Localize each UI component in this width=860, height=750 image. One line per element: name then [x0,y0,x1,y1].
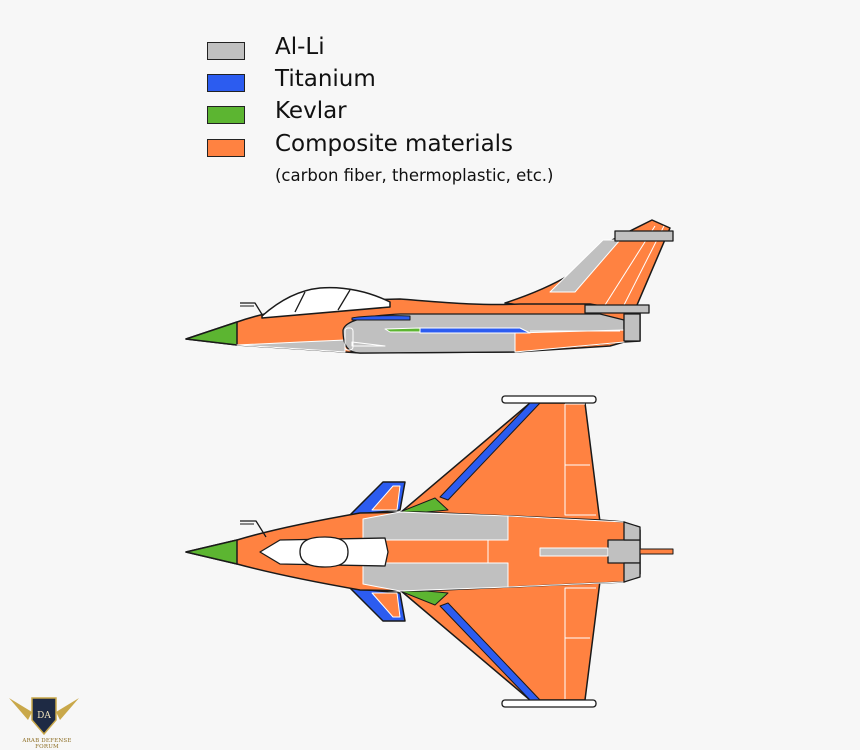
legend-swatch-kevlar [207,106,245,124]
legend-swatch-al-li [207,42,245,60]
legend-label-composite: Composite materials [275,131,514,157]
legend-swatch-composite [207,139,245,157]
side-view-canopy [261,286,391,319]
legend-label-al-li: Al-Li [275,34,325,60]
top-view-radome [185,539,238,565]
top-view-canopy [299,536,349,568]
side-view [185,219,674,354]
svg-text:DA: DA [37,711,51,721]
legend-label-kevlar: Kevlar [275,98,347,124]
top-view [185,395,674,708]
legend-note: (carbon fiber, thermoplastic, etc.) [275,166,554,185]
legend-label-titanium: Titanium [275,66,376,92]
watermark-emblem-icon: DA [9,697,79,736]
watermark-logo: DA ARAB DEFENSE FORUM [4,686,84,750]
side-view-radome [185,321,238,346]
legend: Al-Li Titanium Kevlar Composite material… [0,0,860,200]
watermark-text: ARAB DEFENSE FORUM [22,738,72,750]
legend-swatch-titanium [207,74,245,92]
